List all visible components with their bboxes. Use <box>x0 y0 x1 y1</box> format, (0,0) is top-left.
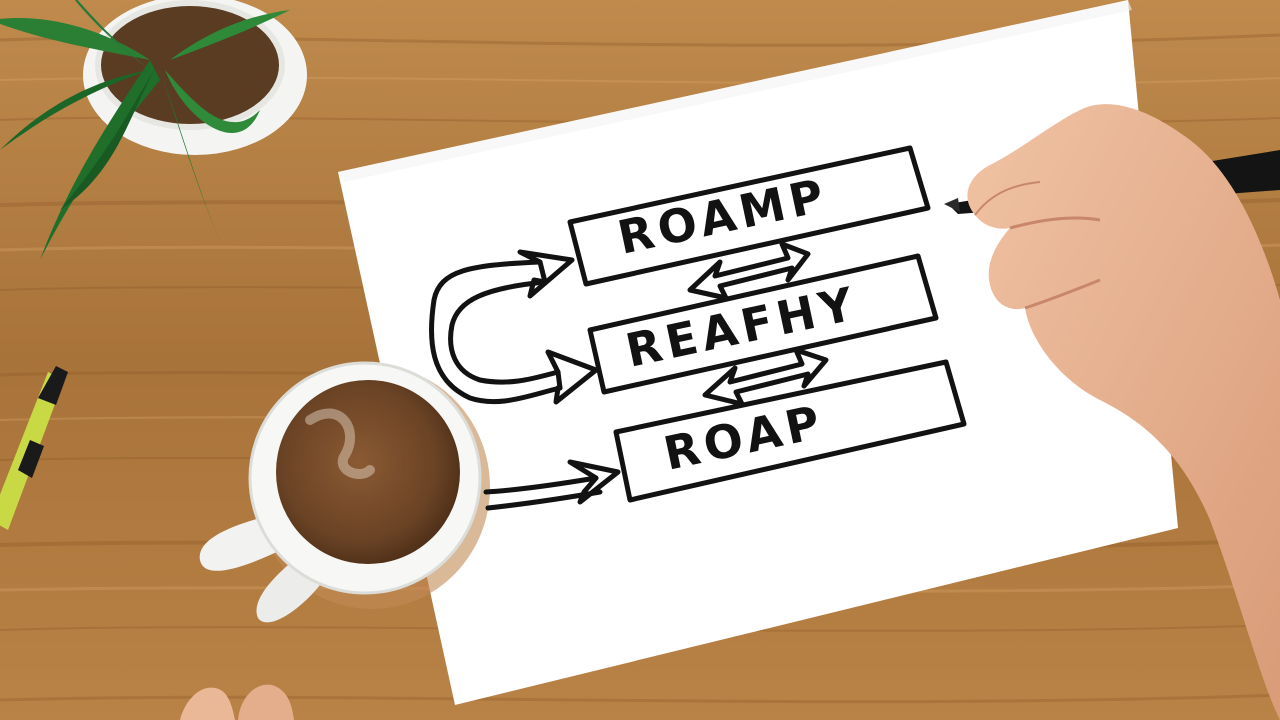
coffee-cup <box>199 361 490 623</box>
partial-hand-bottom <box>180 684 294 720</box>
loop-arrow-inner <box>448 279 561 385</box>
potted-plant <box>0 0 307 275</box>
arrow-bottom-shaft-outer <box>483 475 599 495</box>
arrowhead-top <box>517 249 575 299</box>
writing-hand <box>944 104 1280 720</box>
arrowhead-middle <box>545 349 599 405</box>
loop-arrow-outer <box>428 259 563 405</box>
flow-diagram <box>428 145 967 511</box>
diagram-box-top <box>567 145 931 287</box>
diagram-box-middle <box>587 253 939 395</box>
double-arrow-bottom <box>702 347 829 407</box>
arrowhead-bottom <box>567 459 621 505</box>
double-arrow-top <box>687 241 811 301</box>
diagram-box-bottom <box>613 359 967 503</box>
paper-edge-highlight <box>338 0 1132 182</box>
marker-pen <box>0 366 68 530</box>
